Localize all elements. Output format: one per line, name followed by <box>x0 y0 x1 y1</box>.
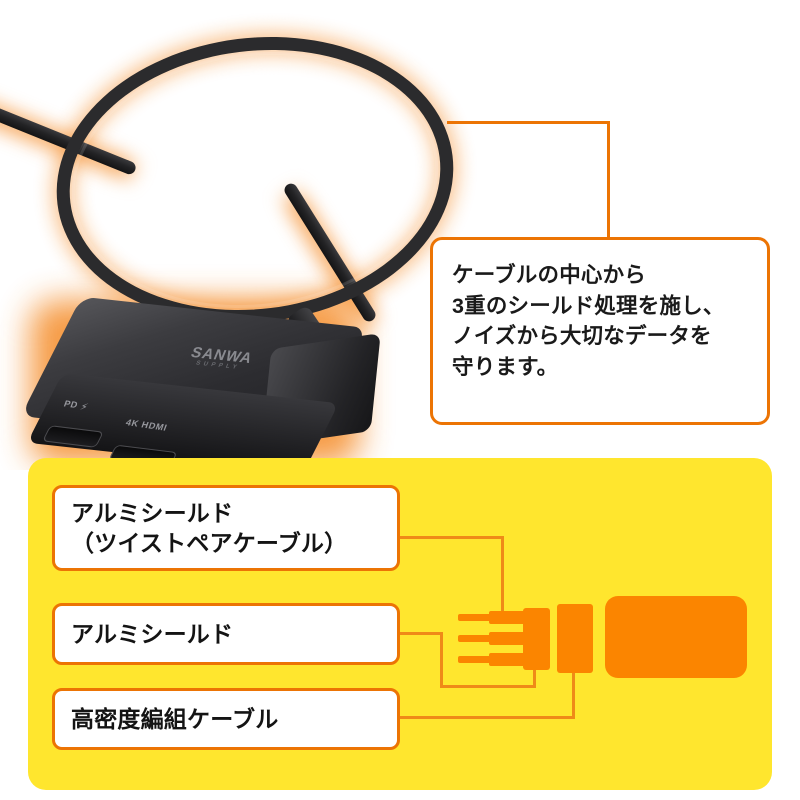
label-alumi-shield-text: アルミシールド <box>71 620 234 647</box>
leader-3-vertical <box>572 663 575 719</box>
twisted-pair-wire-2-thick <box>489 632 525 645</box>
twisted-pair-wire-3-thick <box>489 653 525 666</box>
callout-leader-horizontal <box>447 121 610 124</box>
twisted-pair-wire-1-thick <box>489 611 525 624</box>
label-alumi-shield-twisted-pair-text: アルミシールド （ツイストペアケーブル） <box>71 499 348 556</box>
label-alumi-shield: アルミシールド <box>52 603 400 665</box>
leader-2-horizontal-b <box>440 685 536 688</box>
pd-port-label-text: PD <box>62 398 80 411</box>
leader-2-vertical <box>440 632 443 688</box>
product-photo: SANWA SUPPLY PD ⚡ 4K HDMI <box>0 0 800 470</box>
callout-leader-vertical <box>607 121 610 239</box>
twisted-pair-wire-2-thin <box>458 635 494 642</box>
braid-jacket-block <box>605 596 747 678</box>
label-high-density-braid: 高密度編組ケーブル <box>52 688 400 750</box>
shield-description-text: ケーブルの中心から 3重のシールド処理を施し、 ノイズから大切なデータを 守りま… <box>452 263 725 380</box>
twisted-pair-wire-1-thin <box>458 614 494 621</box>
outer-shield-bar <box>557 604 593 673</box>
leader-1-horizontal <box>400 536 504 539</box>
label-alumi-shield-twisted-pair: アルミシールド （ツイストペアケーブル） <box>52 485 400 571</box>
leader-2-horizontal-a <box>400 632 443 635</box>
label-high-density-braid-text: 高密度編組ケーブル <box>71 705 279 732</box>
cable-loop <box>40 14 470 346</box>
leader-1-vertical <box>501 536 504 618</box>
twisted-pair-wire-3-thin <box>458 656 494 663</box>
inner-shield-bar <box>523 608 550 670</box>
shield-description-callout: ケーブルの中心から 3重のシールド処理を施し、 ノイズから大切なデータを 守りま… <box>430 237 770 425</box>
leader-2-vertical-tip <box>533 660 536 688</box>
leader-3-horizontal <box>400 716 575 719</box>
